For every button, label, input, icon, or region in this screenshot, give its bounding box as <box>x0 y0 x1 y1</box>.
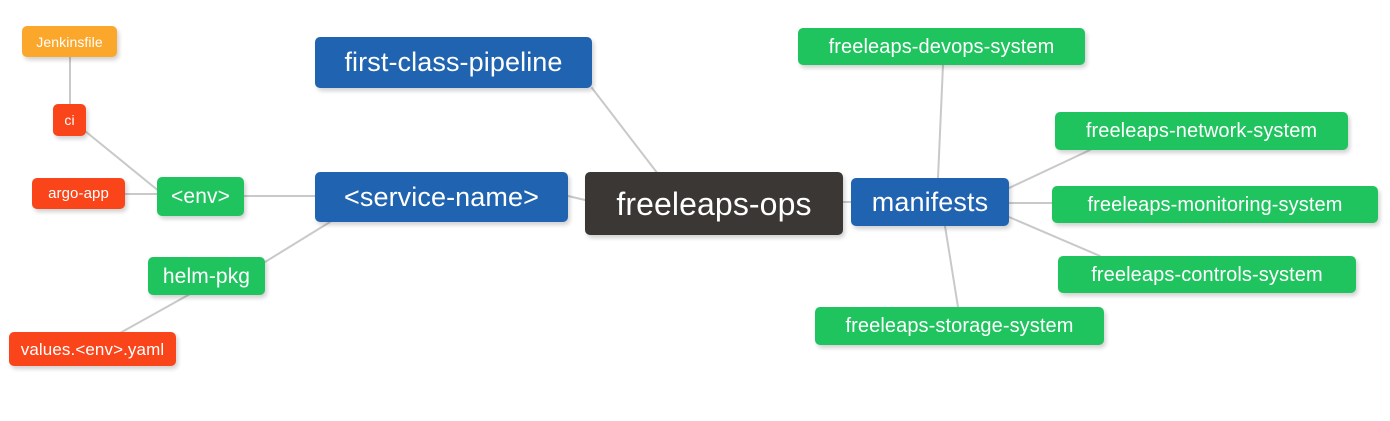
node-values-yaml[interactable]: values.<env>.yaml <box>9 332 176 366</box>
node-freeleaps-ops[interactable]: freeleaps-ops <box>585 172 843 235</box>
edge-first-class-pipeline-to-freeleaps-ops <box>591 87 659 175</box>
node-ci[interactable]: ci <box>53 104 86 136</box>
node-service-name[interactable]: <service-name> <box>315 172 568 222</box>
node-freeleaps-storage-system[interactable]: freeleaps-storage-system <box>815 307 1104 345</box>
edge-manifests-to-freeleaps-devops-system <box>937 64 944 179</box>
node-freeleaps-network-system[interactable]: freeleaps-network-system <box>1055 112 1348 150</box>
node-jenkinsfile[interactable]: Jenkinsfile <box>22 26 117 57</box>
edge-service-name-to-freeleaps-ops <box>567 195 586 201</box>
node-freeleaps-controls-system[interactable]: freeleaps-controls-system <box>1058 256 1356 293</box>
edge-service-name-to-helm-pkg <box>264 221 331 263</box>
edge-helm-pkg-to-values-yaml <box>119 293 191 334</box>
node-freeleaps-monitoring-system[interactable]: freeleaps-monitoring-system <box>1052 186 1378 223</box>
node-first-class-pipeline[interactable]: first-class-pipeline <box>315 37 592 88</box>
edge-manifests-to-freeleaps-controls-system <box>1008 216 1101 257</box>
edge-manifests-to-freeleaps-storage-system <box>944 225 959 308</box>
edge-manifests-to-freeleaps-network-system <box>1008 149 1091 189</box>
node-helm-pkg[interactable]: helm-pkg <box>148 257 265 295</box>
node-env[interactable]: <env> <box>157 177 244 216</box>
node-freeleaps-devops-system[interactable]: freeleaps-devops-system <box>798 28 1085 65</box>
edge-ci-to-env <box>84 130 161 193</box>
node-manifests[interactable]: manifests <box>851 178 1009 226</box>
node-argo-app[interactable]: argo-app <box>32 178 125 209</box>
